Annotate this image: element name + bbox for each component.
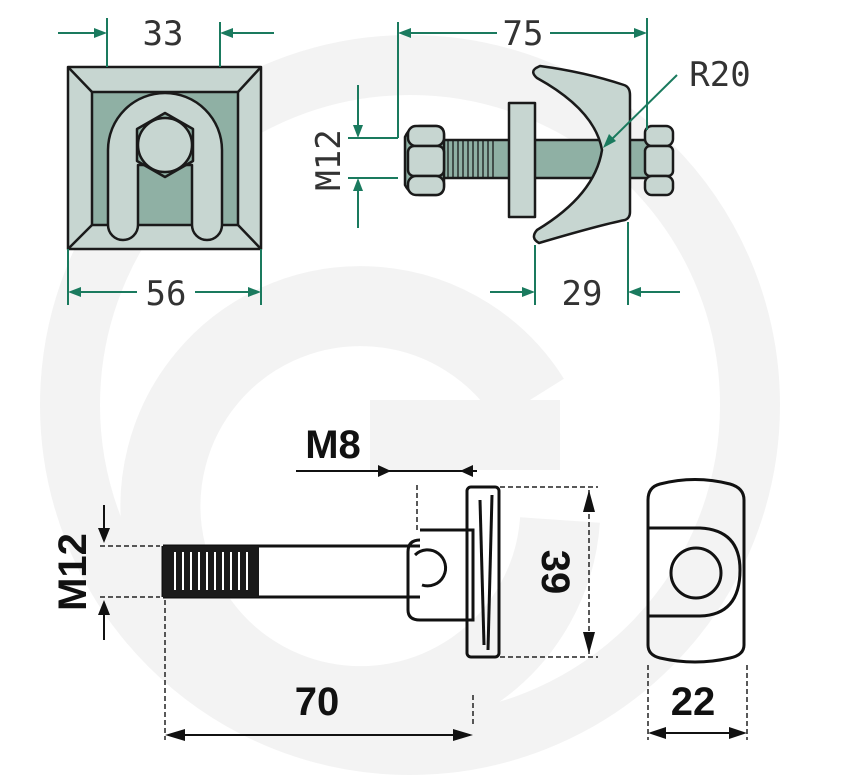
dim-label-39: 39 bbox=[533, 550, 577, 595]
dimension-m12-top: M12 bbox=[309, 85, 398, 228]
dimension-m12-bottom: M12 bbox=[51, 505, 160, 640]
t-bolt-side-view bbox=[161, 485, 501, 659]
dim-label-75: 75 bbox=[503, 14, 544, 54]
dim-label-56: 56 bbox=[146, 274, 187, 314]
dimension-39: 39 bbox=[500, 486, 598, 658]
clamp-plate-view bbox=[66, 65, 263, 251]
dimension-29: 29 bbox=[490, 222, 680, 314]
t-bolt-end-view bbox=[646, 478, 746, 664]
dim-label-m8: M8 bbox=[305, 423, 361, 467]
clamp-bolt-view bbox=[403, 64, 675, 245]
dimension-m8: M8 bbox=[296, 423, 477, 530]
thread-icon bbox=[447, 140, 494, 178]
dim-label-33: 33 bbox=[143, 14, 184, 54]
thread-icon bbox=[163, 546, 259, 597]
dimension-22: 22 bbox=[647, 665, 748, 740]
bolt-hole-icon bbox=[669, 546, 723, 600]
dim-label-r20: R20 bbox=[689, 55, 750, 95]
dimension-75: 75 bbox=[397, 14, 648, 138]
dimension-70: 70 bbox=[164, 600, 474, 741]
dim-label-m12-bottom: M12 bbox=[51, 533, 95, 611]
dim-label-29: 29 bbox=[562, 274, 603, 314]
dimension-56: 56 bbox=[67, 249, 262, 314]
dimension-33: 33 bbox=[58, 14, 274, 67]
dim-label-m12-top: M12 bbox=[309, 129, 349, 190]
dim-label-70: 70 bbox=[295, 680, 340, 724]
dimension-r20: R20 bbox=[603, 55, 751, 148]
dim-label-22: 22 bbox=[671, 680, 716, 724]
